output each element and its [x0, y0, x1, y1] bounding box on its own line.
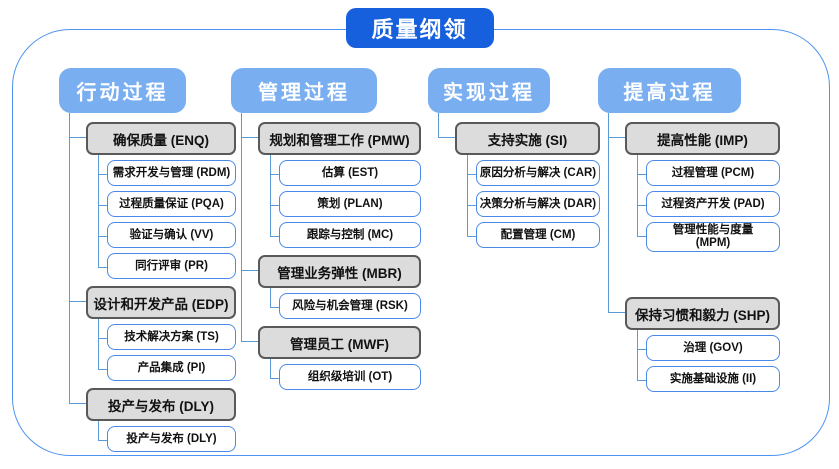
leaf-branch: 估算 (EST): [270, 155, 421, 186]
leaf-branch: 管理性能与度量 (MPM): [637, 217, 780, 252]
leaf-node: 原因分析与解决 (CAR): [476, 160, 600, 186]
item-list: 过程管理 (PCM) 过程资产开发 (PAD) 管理性能与度量 (MPM): [637, 155, 780, 252]
group-node: 投产与发布 (DLY): [86, 388, 236, 421]
leaf-node: 过程质量保证 (PQA): [107, 191, 236, 217]
item-list: 估算 (EST) 策划 (PLAN) 跟踪与控制 (MC): [270, 155, 421, 248]
diagram-title: 质量纲领: [345, 8, 494, 48]
leaf-node: 实施基础设施 (II): [646, 366, 780, 392]
leaf-node: 需求开发与管理 (RDM): [107, 160, 236, 186]
leaf-branch: 技术解决方案 (TS): [98, 319, 236, 350]
item-list: 治理 (GOV) 实施基础设施 (II): [637, 330, 780, 392]
leaf-node: 跟踪与控制 (MC): [279, 222, 421, 248]
group-node: 支持实施 (SI): [455, 122, 600, 155]
column-header: 实现过程: [428, 68, 550, 113]
leaf-branch: 策划 (PLAN): [270, 186, 421, 217]
leaf-node: 决策分析与解决 (DAR): [476, 191, 600, 217]
item-list: 原因分析与解决 (CAR) 决策分析与解决 (DAR) 配置管理 (CM): [467, 155, 600, 248]
group-node: 提高性能 (IMP): [625, 122, 780, 155]
leaf-node: 投产与发布 (DLY): [107, 426, 236, 452]
leaf-node: 配置管理 (CM): [476, 222, 600, 248]
group-list: 规划和管理工作 (PMW) 估算 (EST) 策划 (PLAN) 跟踪与控制 (…: [241, 113, 421, 390]
item-list: 投产与发布 (DLY): [98, 421, 236, 452]
leaf-node: 策划 (PLAN): [279, 191, 421, 217]
column-header: 行动过程: [59, 68, 186, 113]
group-branch: 保持习惯和毅力 (SHP) 治理 (GOV) 实施基础设施 (II): [608, 290, 780, 392]
leaf-branch: 配置管理 (CM): [467, 217, 600, 248]
group-node: 确保质量 (ENQ): [86, 122, 236, 155]
leaf-node: 过程资产开发 (PAD): [646, 191, 780, 217]
leaf-node: 管理性能与度量 (MPM): [646, 222, 780, 252]
item-list: 风险与机会管理 (RSK): [270, 288, 421, 319]
group-branch: 投产与发布 (DLY) 投产与发布 (DLY): [69, 381, 236, 452]
leaf-node: 验证与确认 (VV): [107, 222, 236, 248]
leaf-branch: 验证与确认 (VV): [98, 217, 236, 248]
leaf-branch: 投产与发布 (DLY): [98, 421, 236, 452]
process-column: 行动过程 确保质量 (ENQ) 需求开发与管理 (RDM) 过程质量保证 (PQ…: [59, 68, 236, 452]
leaf-branch: 过程质量保证 (PQA): [98, 186, 236, 217]
item-list: 需求开发与管理 (RDM) 过程质量保证 (PQA) 验证与确认 (VV) 同行…: [98, 155, 236, 279]
leaf-node: 估算 (EST): [279, 160, 421, 186]
leaf-node: 同行评审 (PR): [107, 253, 236, 279]
group-branch: 管理员工 (MWF) 组织级培训 (OT): [241, 319, 421, 390]
item-list: 组织级培训 (OT): [270, 359, 421, 390]
leaf-branch: 决策分析与解决 (DAR): [467, 186, 600, 217]
leaf-branch: 需求开发与管理 (RDM): [98, 155, 236, 186]
group-branch: 管理业务弹性 (MBR) 风险与机会管理 (RSK): [241, 248, 421, 319]
column-header: 提高过程: [598, 68, 741, 113]
group-node: 规划和管理工作 (PMW): [258, 122, 421, 155]
leaf-node: 产品集成 (PI): [107, 355, 236, 381]
group-branch: 提高性能 (IMP) 过程管理 (PCM) 过程资产开发 (PAD) 管理性能与…: [608, 115, 780, 290]
group-list: 提高性能 (IMP) 过程管理 (PCM) 过程资产开发 (PAD) 管理性能与…: [608, 113, 780, 392]
group-branch: 规划和管理工作 (PMW) 估算 (EST) 策划 (PLAN) 跟踪与控制 (…: [241, 115, 421, 248]
leaf-node: 技术解决方案 (TS): [107, 324, 236, 350]
group-node: 设计和开发产品 (EDP): [86, 286, 236, 319]
leaf-branch: 同行评审 (PR): [98, 248, 236, 279]
group-list: 确保质量 (ENQ) 需求开发与管理 (RDM) 过程质量保证 (PQA) 验证…: [69, 113, 236, 452]
leaf-branch: 过程管理 (PCM): [637, 155, 780, 186]
group-branch: 支持实施 (SI) 原因分析与解决 (CAR) 决策分析与解决 (DAR) 配置…: [438, 115, 600, 248]
group-node: 管理业务弹性 (MBR): [258, 255, 421, 288]
process-column: 实现过程 支持实施 (SI) 原因分析与解决 (CAR) 决策分析与解决 (DA…: [428, 68, 600, 248]
group-node: 保持习惯和毅力 (SHP): [625, 297, 780, 330]
item-list: 技术解决方案 (TS) 产品集成 (PI): [98, 319, 236, 381]
leaf-branch: 产品集成 (PI): [98, 350, 236, 381]
leaf-node: 组织级培训 (OT): [279, 364, 421, 390]
process-column: 提高过程 提高性能 (IMP) 过程管理 (PCM) 过程资产开发 (PAD) …: [598, 68, 780, 392]
leaf-branch: 实施基础设施 (II): [637, 361, 780, 392]
leaf-branch: 跟踪与控制 (MC): [270, 217, 421, 248]
leaf-branch: 组织级培训 (OT): [270, 359, 421, 390]
group-branch: 确保质量 (ENQ) 需求开发与管理 (RDM) 过程质量保证 (PQA) 验证…: [69, 115, 236, 279]
process-column: 管理过程 规划和管理工作 (PMW) 估算 (EST) 策划 (PLAN) 跟踪…: [231, 68, 421, 390]
group-branch: 设计和开发产品 (EDP) 技术解决方案 (TS) 产品集成 (PI): [69, 279, 236, 381]
group-list: 支持实施 (SI) 原因分析与解决 (CAR) 决策分析与解决 (DAR) 配置…: [438, 113, 600, 248]
group-node: 管理员工 (MWF): [258, 326, 421, 359]
leaf-node: 过程管理 (PCM): [646, 160, 780, 186]
leaf-branch: 过程资产开发 (PAD): [637, 186, 780, 217]
leaf-node: 风险与机会管理 (RSK): [279, 293, 421, 319]
leaf-branch: 原因分析与解决 (CAR): [467, 155, 600, 186]
leaf-branch: 治理 (GOV): [637, 330, 780, 361]
column-header: 管理过程: [231, 68, 377, 113]
leaf-branch: 风险与机会管理 (RSK): [270, 288, 421, 319]
leaf-node: 治理 (GOV): [646, 335, 780, 361]
